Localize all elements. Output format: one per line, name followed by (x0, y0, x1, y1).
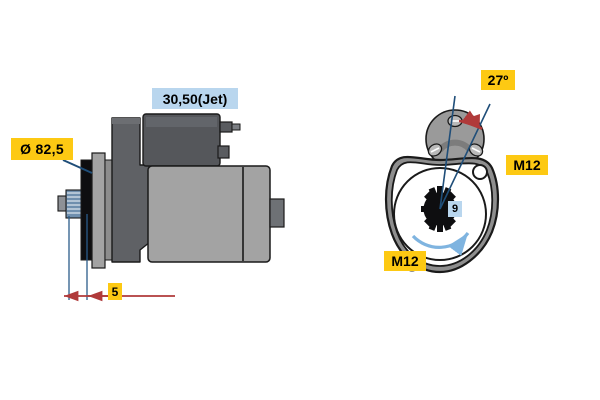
drive-end-flange (80, 152, 113, 269)
callout-bolt-thread-upper: M12 (506, 155, 548, 175)
starter-end-view-group (384, 95, 500, 274)
rotation-direction-arrow (411, 232, 470, 256)
pinion-gear-shape (57, 189, 83, 219)
diameter-leader-line (62, 159, 93, 174)
callout-diameter: Ø 82,5 (11, 138, 73, 160)
motor-yoke-housing (147, 165, 285, 263)
starter-side-view-group (57, 113, 285, 302)
callout-bolt-thread-lower: M12 (384, 251, 426, 271)
callout-tooth-count: 9 (448, 201, 462, 217)
solenoid-body (142, 113, 241, 167)
callout-offset-dimension: 5 (108, 283, 122, 300)
dimension-extension-lines (68, 214, 88, 300)
angle-arc-27 (458, 110, 483, 131)
callout-angle: 27º (481, 70, 515, 90)
callout-terminal-designation: 30,50(Jet) (152, 88, 238, 109)
solenoid-end-cap (425, 109, 485, 169)
vertical-datum-line (439, 95, 456, 210)
